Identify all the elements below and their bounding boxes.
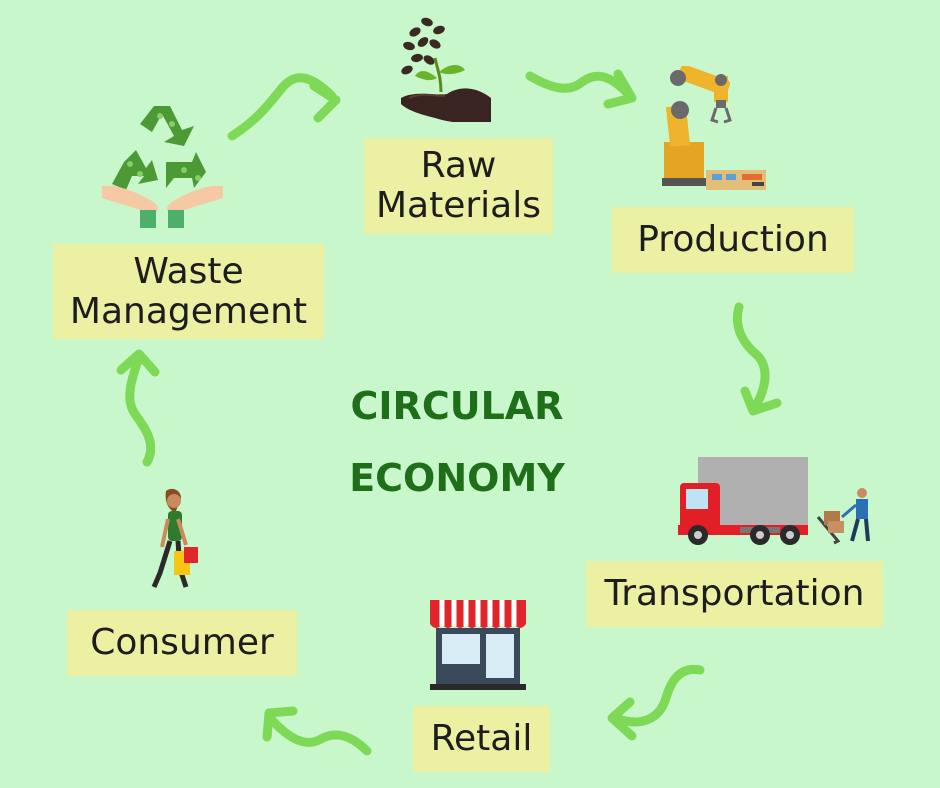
recycle-hands-icon xyxy=(102,106,223,228)
stage-waste-management-line-2: Management xyxy=(69,290,308,332)
stage-raw-materials-line-2: Materials xyxy=(375,185,541,226)
stage-raw-materials-line-1: Raw xyxy=(420,145,497,186)
arrow-retail-to-consumer xyxy=(262,706,372,756)
diagram-title: CIRCULAR ECONOMY xyxy=(297,370,617,514)
arrow-consumer-to-waste xyxy=(116,349,160,467)
arrow-production-to-transportation xyxy=(733,302,782,416)
arrow-transportation-to-retail xyxy=(607,664,705,741)
stage-transportation: Transportation xyxy=(586,561,883,627)
stage-production: Production xyxy=(612,207,854,273)
robotic-arm-icon xyxy=(662,66,766,190)
stage-production-label: Production xyxy=(637,219,829,260)
arrow-waste-to-raw xyxy=(227,73,341,141)
stage-consumer-label: Consumer xyxy=(90,622,274,663)
stage-waste-management: Waste Management xyxy=(53,244,324,339)
shopping-woman-icon xyxy=(151,488,198,588)
title-line-1: CIRCULAR xyxy=(350,384,564,428)
stage-consumer: Consumer xyxy=(67,610,297,676)
storefront-icon xyxy=(430,600,526,690)
stage-waste-management-line-1: Waste xyxy=(133,250,244,292)
stage-transportation-label: Transportation xyxy=(604,573,865,614)
stage-raw-materials: Raw Materials xyxy=(364,138,553,234)
arrow-raw-to-production xyxy=(525,69,637,109)
sprouting-seeds-hand-icon xyxy=(401,17,491,122)
delivery-truck-icon xyxy=(678,457,870,545)
stage-retail: Retail xyxy=(413,706,550,772)
title-line-2: ECONOMY xyxy=(349,456,565,500)
stage-retail-label: Retail xyxy=(430,718,533,759)
